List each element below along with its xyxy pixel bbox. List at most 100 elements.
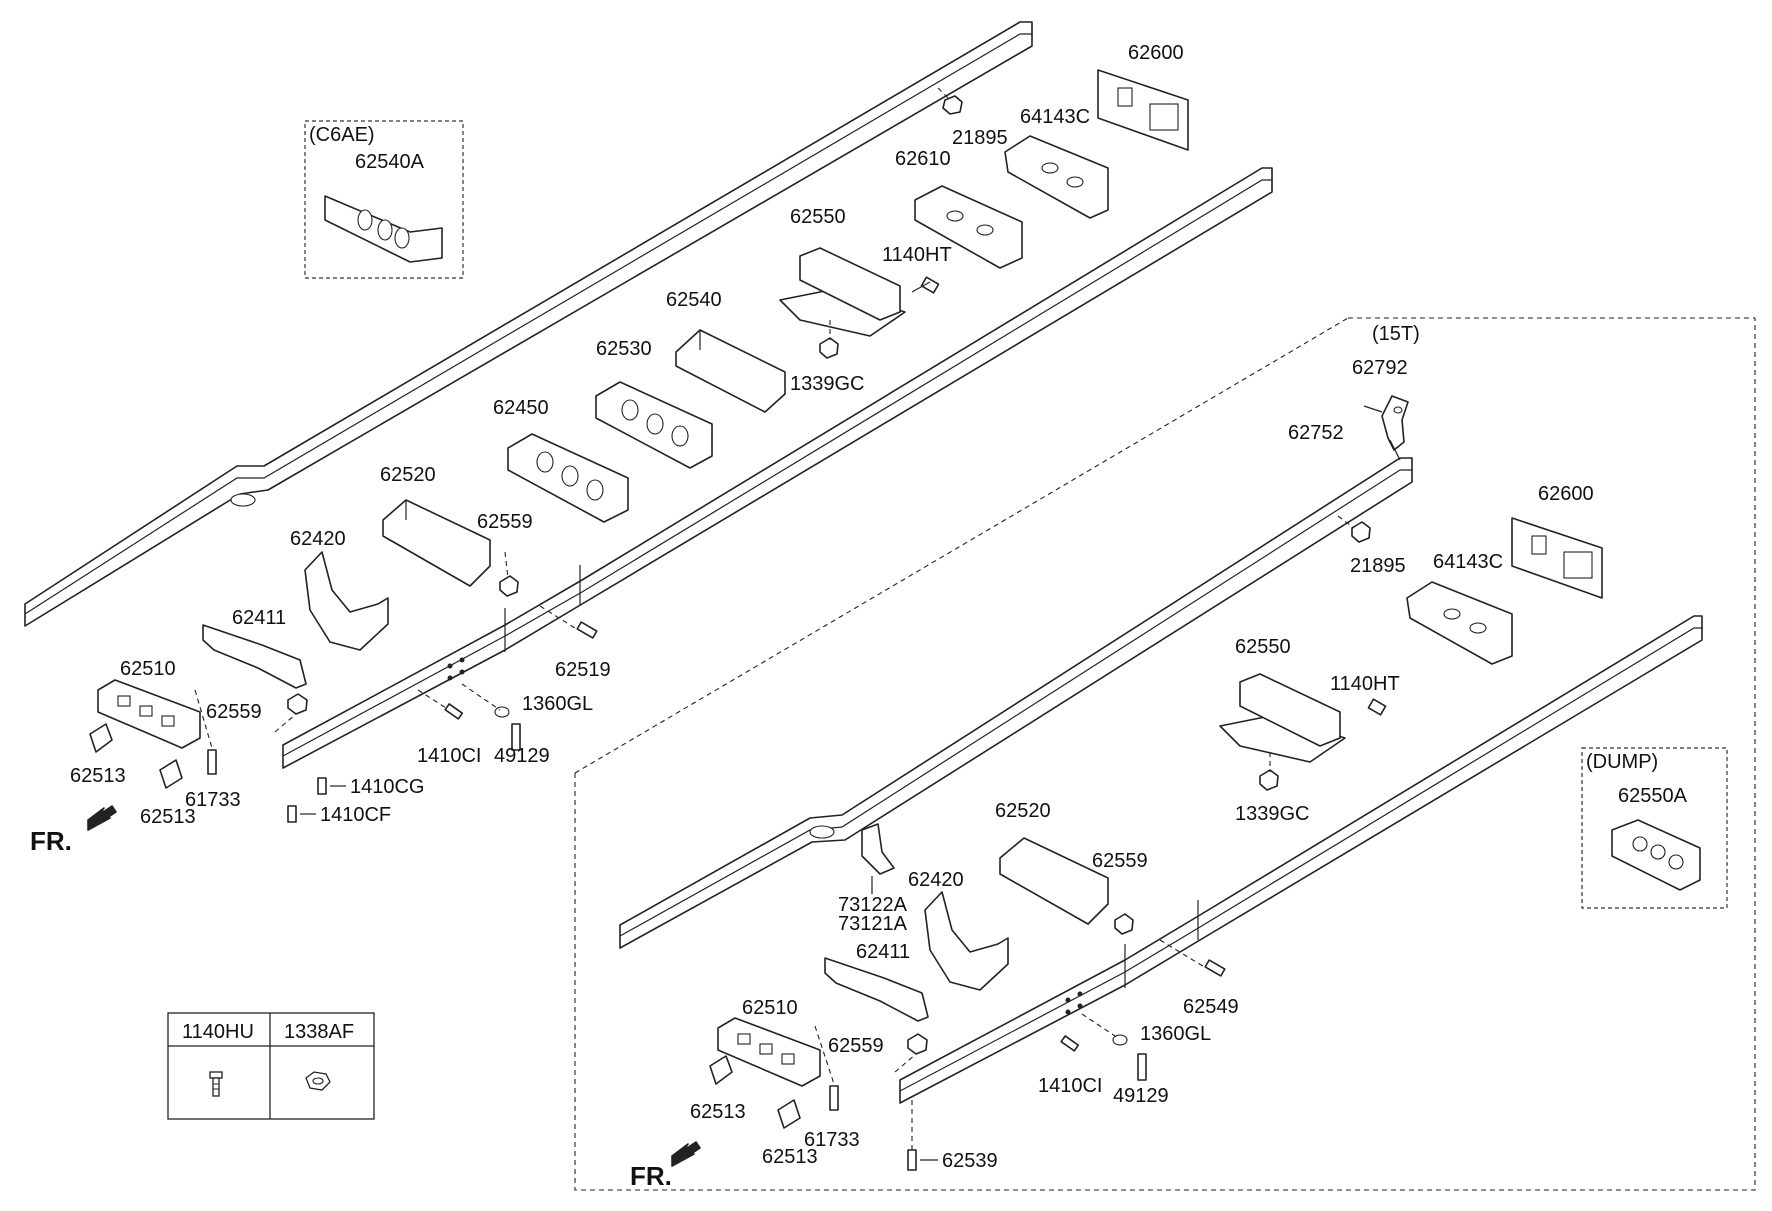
legend-header-1140HU: 1140HU [182,1021,254,1043]
label-62519: 62519 [555,659,611,681]
group-15T-boundary [574,317,1756,1191]
label-62539: 62539 [942,1150,998,1172]
bracket-62411-bottom [824,957,929,1022]
bolt-1410CI-top [444,703,464,720]
side-rail-left-top [24,21,1033,627]
bracket-62420-top [304,551,389,651]
label-62559-bottom-a: 62559 [1092,850,1148,872]
label-64143C-top: 64143C [1020,106,1090,128]
bolt-49129-top [511,723,521,751]
label-49129-top: 49129 [494,745,550,767]
label-62513-bottom-a: 62513 [690,1101,746,1123]
bracket-62513-top-b [159,759,183,789]
crossmember-62550-bottom [1219,673,1346,763]
rear-plate-62600 [1097,69,1189,151]
label-62540: 62540 [666,289,722,311]
group-15T-caption: (15T) [1372,323,1420,345]
bolt-61733-bottom [829,1085,839,1111]
crossmember-64143C-bottom [1406,581,1513,665]
crossmember-62520-top [382,499,491,587]
label-49129-bottom: 49129 [1113,1085,1169,1107]
front-label-top: FR. [30,826,72,856]
label-21895-top: 21895 [952,127,1008,149]
crossmember-64143C-top [1004,135,1109,219]
label-64143C-bottom: 64143C [1433,551,1503,573]
front-arrow-bottom: FR. [630,1141,701,1191]
crossmember-62610 [914,185,1023,269]
label-62559-top-b: 62559 [206,701,262,723]
nut-62559-bottom-a [1114,913,1134,935]
crossmember-62510-top [97,679,201,749]
label-62752: 62752 [1288,422,1344,444]
label-62450: 62450 [493,397,549,419]
bolt-1410CI-bottom [1060,1035,1080,1052]
label-1339GC-top: 1339GC [790,373,865,395]
bracket-62513-bottom-b [777,1099,801,1129]
crossmember-62550-top [779,247,906,337]
label-1360GL-top: 1360GL [522,693,593,715]
label-1410CG: 1410CG [350,776,425,798]
bolt-62519 [539,605,598,639]
nut-62559-bottom-b [907,1033,928,1055]
nut-icon [305,1071,331,1091]
rear-plate-62600-bottom [1511,517,1603,599]
crossmember-62540 [675,329,786,413]
bracket-62420-bottom [924,891,1009,991]
label-1140HT-top: 1140HT [882,244,952,266]
nut-1339GC-bottom [1259,769,1279,791]
nut-62559-top-a [499,575,519,597]
bolt-1140HT-bottom [1367,698,1387,716]
bracket-62411-top [202,624,307,689]
label-62510-top: 62510 [120,658,176,680]
label-62411-bottom: 62411 [856,941,910,963]
side-rail-right-top [282,167,1273,769]
label-1339GC-bottom: 1339GC [1235,803,1310,825]
legend-header-1338AF: 1338AF [284,1021,354,1043]
label-62411-top: 62411 [232,607,286,629]
nut-21895-top [942,95,963,115]
label-61733-bottom: 61733 [804,1129,860,1151]
crossmember-62450 [507,433,629,523]
label-62550-top: 62550 [790,206,846,228]
bolt-icon [209,1071,223,1097]
label-62792: 62792 [1352,357,1408,379]
side-rail-right-bottom [899,615,1703,1104]
legend-table: 1140HU 1338AF [167,1012,375,1120]
bracket-73122A [861,823,895,894]
washer-1360GL-top [494,706,510,718]
bolt-62539 [907,1149,917,1171]
label-62600-bottom: 62600 [1538,483,1594,505]
label-62559-bottom-b: 62559 [828,1035,884,1057]
c6ae-caption: (C6AE) [309,124,375,146]
label-62520-top: 62520 [380,464,436,486]
c6ae-inset: (C6AE) 62540A [304,120,464,279]
bolt-49129-bottom [1137,1053,1147,1081]
washer-1360GL-bottom [1112,1034,1128,1046]
bracket-62513-top-a [89,723,113,753]
bolt-1410CG [317,777,327,795]
label-62610: 62610 [895,148,951,170]
front-arrow-top: FR. [30,805,117,856]
label-62513-bottom-b: 62513 [762,1146,818,1168]
label-62600-top: 62600 [1128,42,1184,64]
label-73121A: 73121A [838,913,908,935]
label-62549: 62549 [1183,996,1239,1018]
label-73122A: 73122A [838,894,908,916]
label-1360GL-bottom: 1360GL [1140,1023,1211,1045]
label-61733-top: 61733 [185,789,241,811]
tow-hook-62752 [1363,395,1409,461]
label-62420-top: 62420 [290,528,346,550]
dump-inset: (DUMP) 62550A [1581,747,1728,909]
label-62530: 62530 [596,338,652,360]
label-1140HT-bottom: 1140HT [1330,673,1400,695]
label-62559-top-a: 62559 [477,511,533,533]
label-62550A: 62550A [1618,785,1688,807]
label-62540A: 62540A [355,151,425,173]
front-label-bottom: FR. [630,1161,672,1191]
label-62520-bottom: 62520 [995,800,1051,822]
label-1410CI-top: 1410CI [417,745,482,767]
label-21895-bottom: 21895 [1350,555,1406,577]
label-1410CI-bottom: 1410CI [1038,1075,1103,1097]
label-62510-bottom: 62510 [742,997,798,1019]
